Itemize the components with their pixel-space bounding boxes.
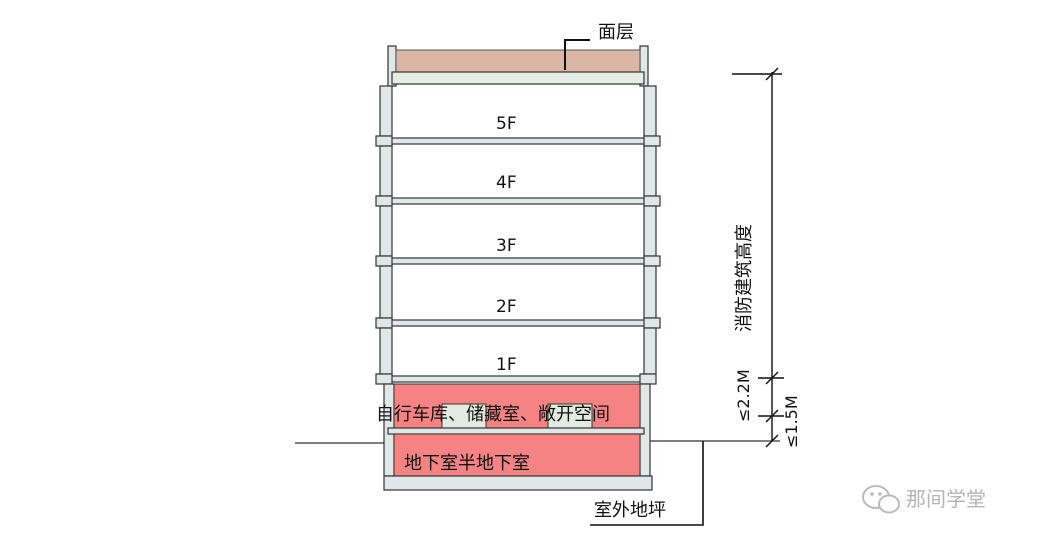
roof-leader-line [564,39,590,70]
half-level-label: 自行车库、储藏室、敞开空间 [376,404,610,425]
floor-label-4f: 4F [496,173,517,193]
facade-right [639,85,661,477]
roof-slab [391,71,645,85]
floor-label-2f: 2F [496,297,517,317]
watermark-text: 那间学堂 [906,487,986,511]
fire-height-label: 消防建筑高度 [734,224,755,332]
floor-label-1f: 1F [496,355,517,375]
fire-height-dimension [732,67,784,448]
window-2 [547,403,593,429]
floor-slabs [389,137,647,383]
foundation-slab [383,475,653,491]
slab-3f [389,257,647,265]
slab-1f [389,375,647,383]
floor-label-3f: 3F [496,236,517,256]
basement-label: 地下室半地下室 [404,453,530,474]
slab-2f [389,319,647,327]
basement-space [393,433,641,477]
half-level-space [393,383,641,429]
floor-label-5f: 5F [496,114,517,134]
roof-label: 面层 [598,22,634,43]
wechat-icon [862,485,900,514]
outdoor-ground-label: 室外地坪 [594,500,666,521]
dim-lower-label: ≤1.5M [782,395,801,448]
slab-basement [387,427,645,435]
roof-layer [395,49,641,73]
slab-5f [389,137,647,145]
dim-upper-label: ≤2.2M [734,369,753,422]
ground-leader-line [590,441,704,526]
slab-4f [389,197,647,205]
